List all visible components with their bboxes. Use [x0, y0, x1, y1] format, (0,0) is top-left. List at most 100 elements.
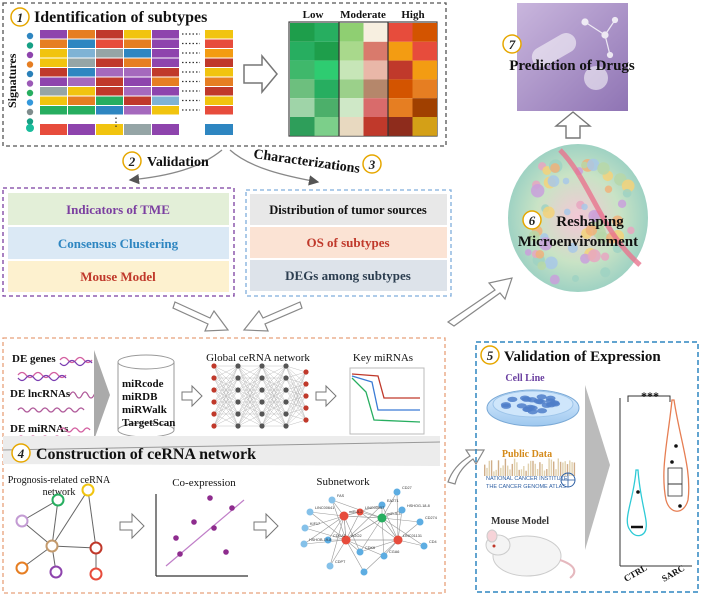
- db-mirwalk: miRWalk: [122, 404, 168, 416]
- violin-plot: [619, 395, 692, 567]
- prognosis-edge: [21, 499, 59, 522]
- tme-cell: [617, 199, 627, 209]
- coexpression-label: Co-expression: [172, 477, 236, 489]
- data-bar: [546, 469, 548, 476]
- cell: [537, 408, 548, 414]
- network-edge: [213, 365, 239, 427]
- bracket-arrow: [94, 350, 110, 440]
- network-edge: [285, 371, 307, 379]
- subnetwork-edge: [381, 517, 385, 557]
- subnetwork-edge: [397, 521, 421, 541]
- data-bar: [523, 466, 525, 476]
- tme-cell: [535, 249, 545, 259]
- signature-icon: [26, 42, 34, 49]
- cell: [535, 399, 546, 405]
- db-targetscan: TargetScan: [122, 417, 175, 429]
- signatures-label: Signatures: [5, 53, 19, 108]
- data-bar: [525, 470, 527, 476]
- network-node: [283, 423, 289, 429]
- tme-indicators-bar: [8, 193, 229, 225]
- subnetwork-node-label: CDCA7: [333, 534, 346, 538]
- subnetwork-node: [300, 540, 308, 548]
- subnetwork-node: [324, 536, 332, 544]
- arrow-coexp-to-subnetwork: [253, 512, 279, 540]
- network-node: [303, 417, 309, 423]
- section-4-title: Construction of ceRNA network: [36, 446, 256, 463]
- network-node: [235, 399, 241, 405]
- heatmap-cell: [412, 117, 437, 136]
- tme-cell: [572, 275, 579, 282]
- prognosis-network-label-line-2: network: [43, 487, 76, 498]
- network-edge: [237, 401, 263, 427]
- tumor-sources-bar: [250, 194, 447, 225]
- subnetwork-edge: [397, 509, 403, 541]
- heatmap-cell: [290, 60, 315, 80]
- network-node: [211, 399, 217, 405]
- subnetwork-node-label: CD4: [429, 540, 437, 544]
- section-1-number: 1: [17, 10, 24, 25]
- subnetwork-edge: [359, 517, 383, 553]
- nci-label: NATIONAL CANCER INSTITUTE: [486, 476, 568, 482]
- subnetwork-node: [393, 535, 403, 545]
- heatmap-cell: [388, 79, 413, 99]
- matrix-cell: [68, 106, 95, 115]
- tme-cell: [530, 184, 545, 198]
- vector-cell: [205, 106, 233, 115]
- matrix-cell: [68, 96, 95, 105]
- prognosis-node: [89, 567, 103, 581]
- network-node: [259, 411, 265, 417]
- matrix-cell: [152, 77, 179, 86]
- matrix-cell: [124, 39, 151, 48]
- data-bar: [509, 469, 511, 476]
- data-bar: [548, 458, 550, 476]
- subnetwork-node: [378, 501, 386, 509]
- matrix-cell: [124, 96, 151, 105]
- matrix-cell: [96, 77, 123, 86]
- subnetwork-node: [356, 548, 364, 556]
- heatmap-header-low: Low: [303, 9, 324, 21]
- arrow-tme-to-drugs: [554, 111, 592, 139]
- tme-cell: [550, 163, 560, 173]
- network-edge: [213, 365, 239, 379]
- section-validation: 2 Validation Indicators of TME Consensus…: [2, 151, 235, 297]
- heatmap-cell: [314, 60, 339, 80]
- mouse-model-label-s5: Mouse Model: [491, 516, 549, 527]
- network-edge: [261, 377, 287, 427]
- network-node: [235, 411, 241, 417]
- matrix-cell: [96, 30, 123, 39]
- subnetwork-node-label: LINC00641: [315, 506, 334, 510]
- public-data-bars: [484, 458, 576, 488]
- section-1-border: [2, 2, 447, 147]
- tme-cell: [622, 188, 632, 198]
- matrix-cell: [68, 87, 95, 96]
- cell: [527, 397, 538, 403]
- network-edge: [261, 365, 287, 379]
- subnetwork-edge: [345, 539, 365, 573]
- subnetwork-edge: [359, 511, 399, 541]
- matrix-cell: [68, 77, 95, 86]
- matrix-cell: [40, 87, 67, 96]
- matrix-cell: [96, 106, 123, 115]
- subnetwork-edge: [343, 515, 361, 553]
- heatmap-cell: [314, 41, 339, 61]
- cell-line-label: Cell Line: [505, 373, 545, 384]
- matrix-cell: [124, 49, 151, 58]
- data-bar: [536, 468, 539, 476]
- vector-cell: [205, 30, 233, 39]
- section-2-title: Validation: [147, 155, 209, 170]
- arrow-section4-to-tme: [446, 277, 513, 327]
- tme-cell: [597, 162, 610, 175]
- data-bar: [488, 460, 490, 476]
- db-mircode: miRcode: [122, 378, 164, 390]
- subnetwork-node-label: miR-5-2: [349, 510, 363, 514]
- matrix-cell: [68, 68, 95, 77]
- prognosis-edge: [51, 499, 59, 547]
- coexpression-points: [173, 495, 235, 557]
- tme-cell: [581, 161, 588, 169]
- heatmap-cell: [314, 117, 339, 136]
- subnetwork-node-label: CGA6: [389, 550, 399, 554]
- network-edge: [285, 395, 307, 427]
- subnetwork-edge: [343, 515, 383, 519]
- tme-cell: [600, 267, 611, 278]
- network-edge: [213, 365, 239, 391]
